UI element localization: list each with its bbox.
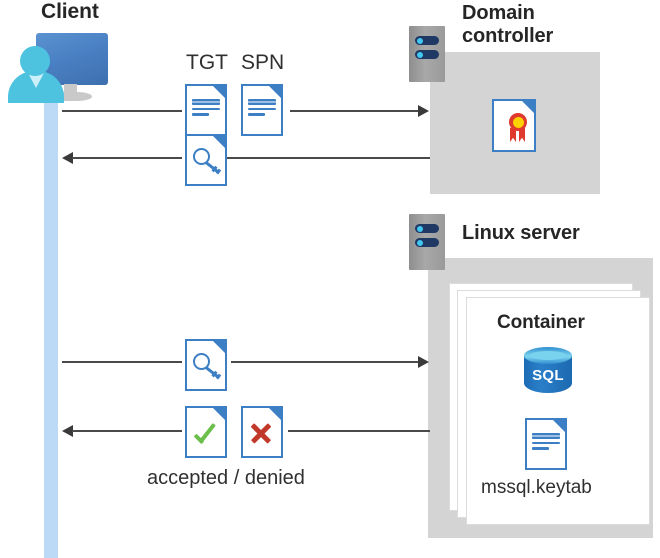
document-line xyxy=(192,107,220,111)
flow-arrow-2-right-segment xyxy=(226,152,430,164)
key-icon xyxy=(193,353,222,380)
key-ring xyxy=(193,148,210,165)
sql-database-icon: SQL xyxy=(524,347,572,399)
client-lifeline xyxy=(44,64,58,558)
certificate-seal-icon xyxy=(505,113,531,143)
document-line xyxy=(192,113,210,117)
server-slot xyxy=(415,36,439,45)
spn-label: SPN xyxy=(241,51,285,74)
tgt-document-icon xyxy=(185,84,227,136)
cylinder-top xyxy=(524,347,572,364)
document-text-lines xyxy=(532,433,560,453)
accepted-denied-label: accepted / denied xyxy=(147,467,305,489)
domain-controller-title: Domain controller xyxy=(462,2,553,48)
ticket-document-icon xyxy=(185,134,227,186)
seal-ribbon-left xyxy=(510,128,516,142)
flow-arrow-1-left-segment xyxy=(62,105,182,117)
flow-arrow-3-right-segment xyxy=(231,356,430,368)
client-computer-icon xyxy=(8,24,112,104)
container-title: Container xyxy=(497,312,585,333)
flow-arrow-1-right-segment xyxy=(290,105,430,117)
arrowhead-left xyxy=(62,152,73,164)
denied-document-icon xyxy=(241,406,283,458)
flow-arrow-3-left-segment xyxy=(62,356,182,368)
x-close-icon xyxy=(249,421,273,445)
check-stroke-long xyxy=(200,423,216,442)
document-text-lines xyxy=(192,99,220,119)
document-line xyxy=(248,113,266,117)
seal-medal xyxy=(509,113,527,131)
key-icon xyxy=(193,148,222,175)
request-ticket-document-icon xyxy=(185,339,227,391)
keytab-document-icon xyxy=(525,418,567,470)
sql-label: SQL xyxy=(532,367,564,384)
check-icon xyxy=(193,422,218,445)
arrowhead-left xyxy=(62,425,73,437)
linux-server-title: Linux server xyxy=(462,222,580,244)
server-slot xyxy=(415,238,439,247)
document-sheet xyxy=(492,99,536,152)
spn-document-icon xyxy=(241,84,283,136)
arrowhead-right xyxy=(418,356,429,368)
flow-arrow-2-left-segment xyxy=(62,152,182,164)
document-line xyxy=(532,433,560,439)
tgt-label: TGT xyxy=(186,51,228,74)
domain-controller-server-icon xyxy=(409,26,445,82)
domain-controller-title-line1: Domain xyxy=(462,2,535,24)
certificate-document-icon xyxy=(492,99,536,152)
key-ring xyxy=(193,353,210,370)
document-line xyxy=(532,447,550,451)
server-slot xyxy=(415,224,439,233)
domain-controller-title-line2: controller xyxy=(462,25,554,48)
document-line xyxy=(532,441,560,445)
server-slot xyxy=(415,50,439,59)
arrowhead-right xyxy=(418,105,429,117)
document-line xyxy=(248,107,276,111)
client-title: Client xyxy=(41,0,99,23)
document-text-lines xyxy=(248,99,276,119)
document-line xyxy=(248,99,276,105)
flow-arrow-4-left-segment xyxy=(62,425,182,437)
seal-ribbon-right xyxy=(519,128,525,142)
document-line xyxy=(192,99,220,105)
monitor-base xyxy=(50,92,92,101)
linux-server-icon xyxy=(409,214,445,270)
container-card-front[interactable] xyxy=(466,297,650,525)
user-head xyxy=(20,46,50,76)
keytab-filename-label: mssql.keytab xyxy=(481,477,592,498)
flow-arrow-4-right-segment xyxy=(288,425,430,437)
accepted-document-icon xyxy=(185,406,227,458)
